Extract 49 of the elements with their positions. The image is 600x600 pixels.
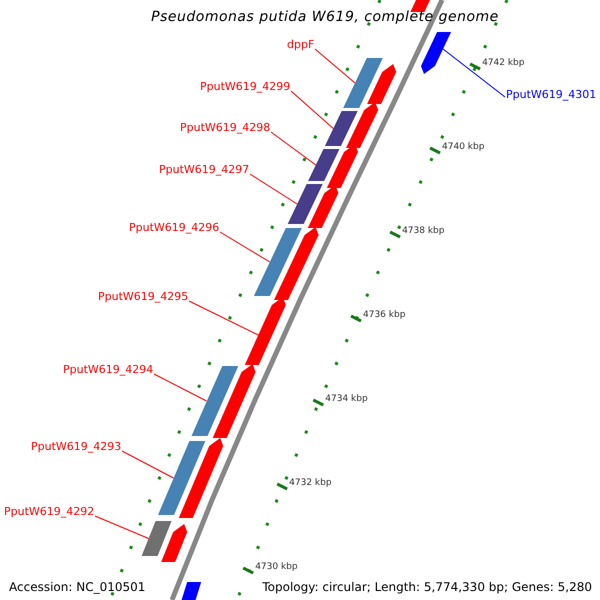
- scale-label: 4732 kbp: [289, 478, 332, 488]
- gene-bar: [324, 111, 358, 146]
- gene-bar: [180, 582, 202, 600]
- gene-label: PputW619_4297: [159, 163, 250, 176]
- gene-label: PputW619_4295: [98, 290, 188, 303]
- accession-text: Accession: NC_010501: [9, 580, 146, 594]
- gene-label: PputW619_4301: [506, 88, 596, 101]
- gene-label: PputW619_4292: [4, 505, 94, 518]
- scale-label: 4736 kbp: [363, 310, 406, 320]
- leader-line: [94, 516, 150, 539]
- leader-line: [220, 232, 270, 262]
- gene-bar: [343, 58, 383, 108]
- gene-bar: [161, 524, 188, 562]
- leader-line: [290, 90, 334, 129]
- gene-bar: [346, 102, 378, 148]
- gene-label: PputW619_4296: [129, 221, 220, 234]
- gene-bar: [142, 521, 172, 556]
- gene-bar: [254, 228, 302, 296]
- gene-label: PputW619_4299: [200, 80, 290, 93]
- gene-bar: [212, 364, 256, 438]
- leader-line: [250, 174, 298, 204]
- leader-line: [442, 48, 506, 98]
- gene-bar: [308, 149, 340, 181]
- leader-line: [122, 450, 174, 478]
- gene-label: PputW619_4294: [63, 363, 154, 376]
- gene-bar: [244, 297, 286, 365]
- title: Pseudomonas putida W619, complete genome: [150, 9, 500, 25]
- scale-label: 4730 kbp: [255, 562, 298, 572]
- gene-bar: [274, 227, 319, 300]
- scale-label: 4734 kbp: [325, 394, 368, 404]
- gene-bar: [288, 184, 323, 224]
- gene-label: PputW619_4293: [31, 440, 122, 453]
- gene-bar: [410, 0, 430, 12]
- gene-bar: [421, 32, 452, 74]
- leader-line: [270, 132, 316, 166]
- gene-bar: [178, 438, 224, 518]
- leader-line: [314, 48, 356, 84]
- gene-bar: [367, 64, 396, 104]
- gene-label: dppF: [287, 38, 314, 51]
- scale-label: 4740 kbp: [442, 142, 484, 152]
- scale-label: 4742 kbp: [482, 58, 524, 68]
- scale-label: 4738 kbp: [402, 226, 444, 236]
- genome-info-text: Topology: circular; Length: 5,774,330 bp; Genes: 5,280: [262, 580, 592, 594]
- gene-bar: [308, 185, 338, 228]
- gene-bar: [192, 366, 238, 436]
- gene-label: PputW619_4298: [180, 121, 270, 134]
- gene-bar: [158, 441, 206, 515]
- leader-line: [188, 300, 259, 336]
- leader-line: [154, 374, 208, 402]
